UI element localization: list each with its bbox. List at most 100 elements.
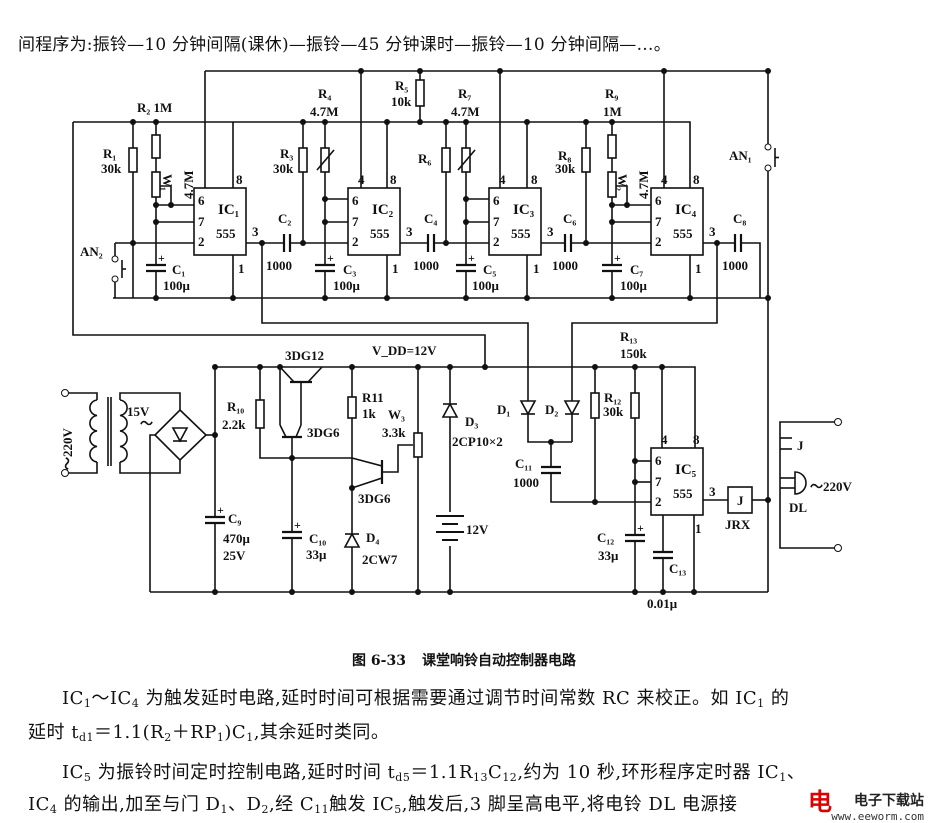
pin-6: 6	[655, 193, 662, 208]
wire	[779, 421, 835, 549]
switch-terminal	[111, 275, 119, 283]
subscript: 2	[261, 803, 269, 816]
watermark-logo: 电	[808, 788, 832, 816]
junction-dot	[153, 295, 159, 301]
text-segment: IC	[62, 762, 84, 783]
junction-dot	[349, 485, 355, 491]
wire	[295, 424, 302, 438]
junction-dot	[632, 479, 638, 485]
paragraph-line: 延时 td1＝1.1(R2＋RP1)C1,其余延时类同。	[28, 718, 389, 744]
cap-gap	[602, 264, 622, 272]
label-r2: R₂ 1M	[137, 100, 172, 115]
plus-sign-icon: +	[614, 251, 621, 265]
label-r1-value: 30k	[101, 161, 122, 176]
pin-7: 7	[655, 474, 662, 489]
junction-dot	[714, 240, 720, 246]
subscript: 1	[757, 697, 765, 710]
subscript: 5	[83, 771, 92, 784]
pin-7: 7	[198, 214, 205, 229]
junction-dot	[583, 240, 589, 246]
figure-number: 图 6-33	[352, 653, 406, 669]
output-terminal	[834, 418, 842, 426]
ic-chips: IC₁555672381IC₂5556723841IC₃5556723841IC…	[193, 172, 716, 536]
label-c12-value: 33μ	[598, 548, 619, 563]
ic-type: 555	[511, 226, 531, 241]
label-r13-value: 150k	[620, 346, 648, 361]
junction-dot	[583, 119, 589, 125]
wire	[149, 434, 155, 592]
label-r7-value: 4.7M	[451, 104, 480, 119]
diode-d1-icon	[519, 400, 537, 416]
cap-gap	[734, 233, 742, 253]
pin-1: 1	[392, 261, 399, 276]
label-c1-value: 100μ	[163, 278, 191, 293]
label-secondary-ac: ～	[140, 416, 153, 431]
resistor-r5	[415, 79, 425, 107]
resistor-r13	[630, 392, 640, 419]
transformer-primary-coil	[89, 399, 98, 463]
ic-555-chip	[650, 187, 704, 256]
pin-4: 4	[358, 172, 365, 187]
label-r8: R₈	[558, 148, 571, 163]
pin-8: 8	[693, 172, 700, 187]
label-c5: C₅	[483, 262, 496, 277]
label-battery: 12V	[466, 522, 489, 537]
wire	[261, 243, 572, 443]
junction-dot	[632, 589, 638, 595]
label-w3-value: 3.3k	[382, 425, 406, 440]
junction-dot	[765, 68, 771, 74]
junction-dot	[632, 458, 638, 464]
junction-dot	[417, 68, 423, 74]
pin-8: 8	[236, 172, 243, 187]
wire	[307, 366, 323, 383]
junction-dot	[300, 240, 306, 246]
mains-terminal	[61, 469, 69, 477]
ic-name: IC₂	[372, 202, 394, 218]
ic-555-chip	[193, 187, 247, 256]
label-r8-value: 30k	[555, 161, 576, 176]
label-bell-supply: ～220V	[810, 479, 853, 494]
junction-dot	[524, 295, 530, 301]
label-an2: AN₂	[80, 244, 103, 259]
resistor-r1	[128, 147, 138, 173]
subscript: 11	[314, 803, 330, 816]
junction-dot	[168, 202, 174, 208]
text-segment: ＝1.1R	[410, 762, 474, 783]
pin-4: 4	[499, 172, 506, 187]
text-segment: 为触发延时电路,延时时间可根据需要通过调节时间常数 RC 来校正。如 IC	[139, 688, 758, 709]
wire	[68, 462, 98, 474]
watermark-url: www.eeworm.com	[831, 810, 924, 823]
junction-dot	[289, 589, 295, 595]
electric-bell-icon	[794, 471, 807, 495]
ic-type: 555	[216, 226, 236, 241]
cap-gap	[625, 534, 645, 542]
junction-dot	[659, 364, 665, 370]
label-r10: R₁₀	[227, 399, 244, 414]
cap-gap	[564, 233, 572, 253]
pin-2: 2	[655, 494, 662, 509]
ic-name: IC₄	[675, 202, 697, 218]
wire	[215, 366, 696, 448]
subscript: 2	[164, 731, 172, 744]
junction-dot	[153, 119, 159, 125]
subscript: 5	[394, 803, 402, 816]
junction-dot	[277, 364, 283, 370]
label-c11-value: 1000	[513, 475, 539, 490]
watermark-site-name: 电子下载站	[854, 793, 924, 809]
junction-dot	[609, 202, 615, 208]
ic-name: IC₅	[675, 462, 697, 478]
text-segment: ,经 C	[268, 794, 315, 815]
subscript: 1	[83, 697, 92, 710]
junction-dot	[349, 589, 355, 595]
junction-dot	[447, 589, 453, 595]
label-w2-value: 4.7M	[636, 170, 651, 199]
label-relay-type: JRX	[725, 517, 751, 532]
junction-dot	[212, 364, 218, 370]
switch-terminal	[111, 255, 119, 263]
pin-2: 2	[493, 234, 500, 249]
pin-2: 2	[198, 234, 205, 249]
pin-3: 3	[406, 224, 413, 239]
junction-dot	[447, 364, 453, 370]
label-r13: R₁₃	[620, 329, 637, 344]
label-c6-value: 1000	[552, 258, 578, 273]
